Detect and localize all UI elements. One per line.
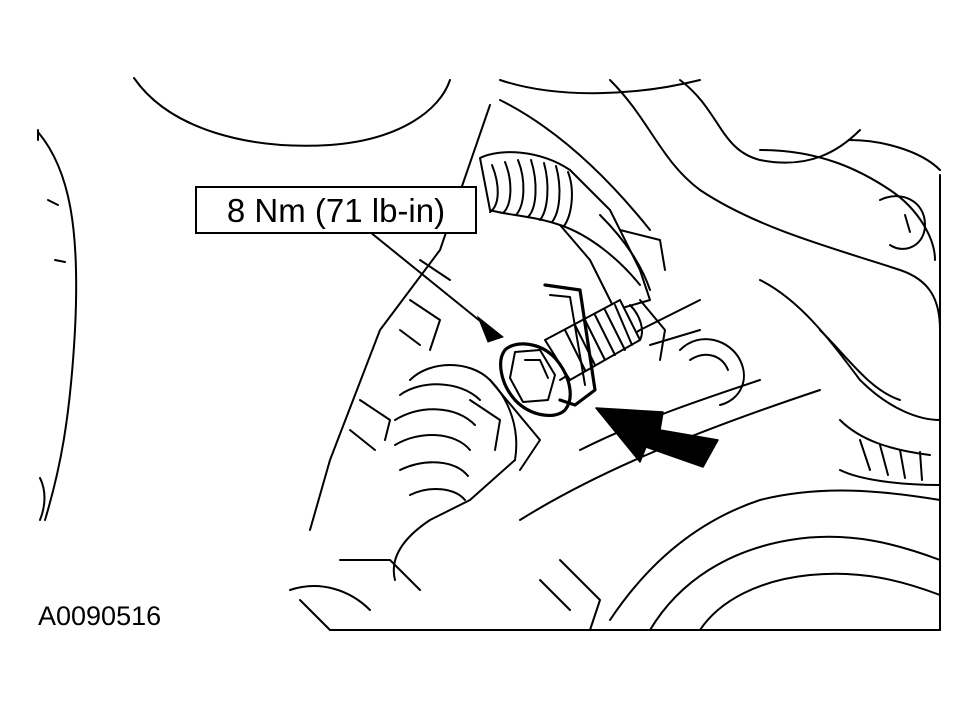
threaded-stud bbox=[544, 299, 643, 381]
sensor-assembly bbox=[479, 151, 666, 361]
leader-line bbox=[369, 231, 486, 326]
leader-arrow-icon bbox=[476, 315, 505, 343]
upper-left-housing bbox=[37, 77, 451, 521]
main-housing bbox=[309, 99, 941, 631]
hose-clamp bbox=[649, 329, 745, 406]
retaining-nut bbox=[499, 342, 572, 418]
figure-reference-number: A0090516 bbox=[38, 601, 162, 631]
torque-leader bbox=[369, 231, 505, 343]
lower-connector-boot bbox=[289, 364, 541, 631]
upper-right-components bbox=[499, 79, 941, 486]
torque-callout: 8 Nm (71 lb-in) bbox=[195, 186, 477, 234]
torque-specification-label: 8 Nm (71 lb-in) bbox=[226, 191, 446, 229]
direction-arrow-icon bbox=[595, 407, 719, 468]
